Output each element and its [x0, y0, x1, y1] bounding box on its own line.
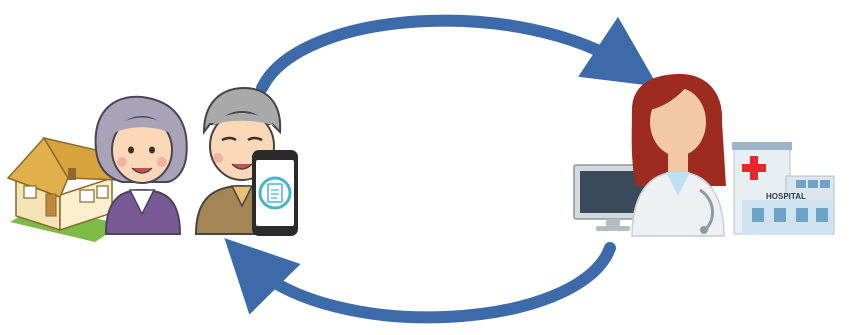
- hospital-sign-text: HOSPITAL: [766, 192, 806, 201]
- arrow-to-hospital: [262, 21, 630, 88]
- arrow-to-home: [248, 248, 610, 317]
- doctor-illustration: [632, 74, 726, 236]
- smartphone-icon: [252, 150, 298, 236]
- hospital-building-icon: HOSPITAL: [732, 142, 834, 234]
- elderly-woman-illustration: [96, 97, 187, 234]
